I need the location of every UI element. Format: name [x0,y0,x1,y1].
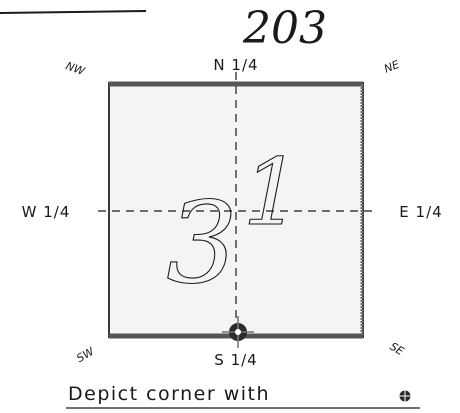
legend-marker-icon [398,389,412,403]
label-se: SE [387,340,406,358]
legend-text: Depict corner with [68,383,270,405]
label-east: E 1/4 [399,203,442,221]
label-nw: NW [64,59,87,78]
corner-monument-icon [222,316,254,348]
section-number-left: 3 [166,179,237,309]
header-rule [0,10,147,14]
label-north: N 1/4 [213,56,258,74]
label-ne: NE [382,58,401,76]
label-sw: SW [74,344,97,365]
section-number-right: 1 [243,139,302,246]
sheet-number: 203 [242,3,327,54]
label-south: S 1/4 [214,351,257,369]
section-shading [110,84,362,336]
label-west: W 1/4 [22,203,71,221]
